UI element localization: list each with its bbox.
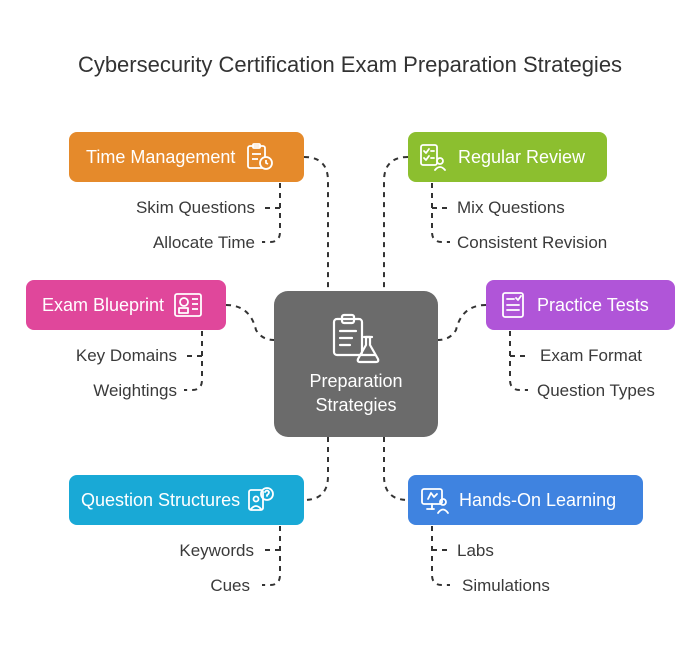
center-node: Preparation Strategies [274, 291, 438, 437]
branch-label: Time Management [86, 146, 236, 167]
clipboard-flask-icon [330, 313, 382, 370]
question-item-1: Keywords [179, 541, 254, 560]
question-person-icon [246, 485, 276, 515]
hands-on-item-2: Simulations [462, 576, 550, 595]
connector-review-items [431, 183, 450, 243]
connector-exam-blueprint [225, 304, 275, 341]
center-label-line1: Preparation [309, 371, 403, 391]
branch-label: Question Structures [81, 489, 241, 510]
diagram-title: Cybersecurity Certification Exam Prepara… [77, 52, 623, 77]
branch-label: Exam Blueprint [42, 294, 165, 315]
connector-hands-on-items [431, 526, 450, 586]
checklist-person-icon [418, 142, 448, 172]
hands-on-item-1: Labs [457, 541, 494, 560]
review-item-1: Mix Questions [457, 198, 565, 217]
branch-label: Regular Review [458, 146, 586, 167]
connector-question-items [262, 526, 281, 586]
blueprint-icon [173, 290, 203, 320]
computer-learning-icon [420, 485, 450, 515]
connector-time-items [262, 183, 281, 243]
blueprint-item-1: Key Domains [75, 346, 177, 365]
branch-time-management: Time Management [69, 132, 304, 182]
branch-label: Practice Tests [537, 294, 649, 315]
connector-time-management [303, 156, 329, 291]
clipboard-clock-icon [245, 142, 275, 172]
branch-hands-on-learning: Hands-On Learning [408, 475, 643, 525]
branch-practice-tests: Practice Tests [486, 280, 675, 330]
time-item-1: Skim Questions [135, 198, 255, 217]
time-item-2: Allocate Time [152, 233, 255, 252]
connector-hands-on-learning [383, 437, 409, 501]
branch-label: Hands-On Learning [459, 489, 617, 510]
branch-question-structures: Question Structures [69, 475, 304, 525]
center-label-line2: Strategies [315, 395, 397, 415]
connector-question-structures [303, 437, 329, 501]
test-document-icon [498, 290, 528, 320]
practice-item-1: Exam Format [540, 346, 643, 365]
connector-practice-items [509, 331, 528, 391]
practice-item-2: Question Types [537, 381, 655, 400]
connector-blueprint-items [184, 331, 203, 391]
connector-practice-tests [437, 304, 487, 341]
review-item-2: Consistent Revision [457, 233, 608, 252]
blueprint-item-2: Weightings [93, 381, 177, 400]
branch-exam-blueprint: Exam Blueprint [26, 280, 226, 330]
question-item-2: Cues [210, 576, 250, 595]
branch-regular-review: Regular Review [408, 132, 607, 182]
connector-regular-review [383, 156, 409, 291]
